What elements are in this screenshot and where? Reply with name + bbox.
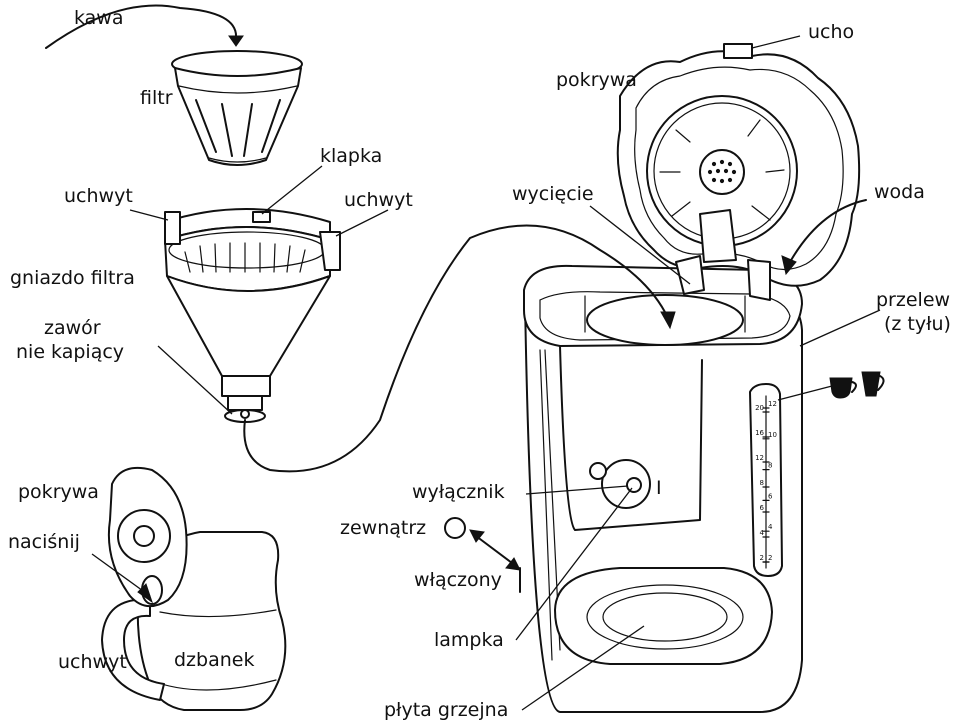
filter-basket: [171, 50, 303, 166]
flow-curve: [243, 224, 669, 473]
water-scale-number: 4: [768, 523, 773, 531]
water-scale-number: 8: [768, 462, 772, 470]
water-scale-number: 2: [768, 554, 772, 562]
press-arrow-head: [137, 583, 153, 604]
water-scale-number: 10: [768, 431, 777, 439]
label-dzbanek: dzbanek: [174, 649, 254, 671]
spray-holes: [707, 159, 737, 184]
label-wylacznik: wyłącznik: [412, 481, 505, 503]
cup-icons: [829, 371, 885, 399]
label-z-tylu: (z tyłu): [884, 313, 951, 335]
label-zewnatrz: zewnątrz: [340, 517, 426, 539]
switch-on-mark: I: [656, 477, 662, 499]
label-uchwyt-left: uchwyt: [64, 185, 133, 207]
label-nie-kapiacy: nie kapiący: [16, 341, 124, 363]
label-zawor: zawór: [44, 317, 101, 339]
label-wlaczony: włączony: [414, 569, 502, 591]
jug: [101, 466, 287, 711]
label-lampka: lampka: [434, 629, 504, 651]
water-scale-number: 2: [760, 554, 764, 562]
water-scale-number: 4: [760, 529, 765, 537]
label-klapka: klapka: [320, 145, 382, 167]
leader-lines: [91, 35, 881, 711]
water-scale-number: 8: [760, 479, 764, 487]
coffee-maker-body: [523, 264, 803, 713]
label-plyta-grzejna: płyta grzejna: [384, 699, 508, 721]
off-symbol-icon: [444, 517, 466, 539]
label-kawa: kawa: [74, 7, 124, 29]
label-wyciecie: wycięcie: [512, 183, 594, 205]
label-pokrywa-top: pokrywa: [556, 69, 637, 91]
label-pokrywa-jug: pokrywa: [18, 481, 99, 503]
filter-holder: [164, 208, 341, 423]
labels: kawa filtr klapka uchwyt uchwyt gniazdo …: [8, 7, 951, 721]
switch-double-arrow: [475, 535, 517, 567]
label-uchwyt-right: uchwyt: [344, 189, 413, 211]
water-scale-number: 12: [755, 454, 764, 462]
lid: [616, 43, 861, 301]
water-scale-number: 12: [768, 400, 777, 408]
label-przelew: przelew: [876, 289, 950, 311]
water-scale-number: 16: [755, 429, 764, 437]
water-scale-number: 6: [768, 492, 773, 500]
water-scale-number: 20: [755, 404, 764, 412]
label-filtr: filtr: [140, 87, 173, 109]
water-arrow: [789, 199, 867, 263]
label-gniazdo-filtra: gniazdo filtra: [10, 267, 135, 289]
coffee-arrow: [45, 4, 238, 49]
water-scale-number: 6: [760, 504, 765, 512]
label-uchwyt-jug: uchwyt: [58, 651, 127, 673]
label-ucho: ucho: [808, 21, 854, 43]
label-woda: woda: [874, 181, 925, 203]
label-nacisnij: naciśnij: [8, 531, 80, 553]
